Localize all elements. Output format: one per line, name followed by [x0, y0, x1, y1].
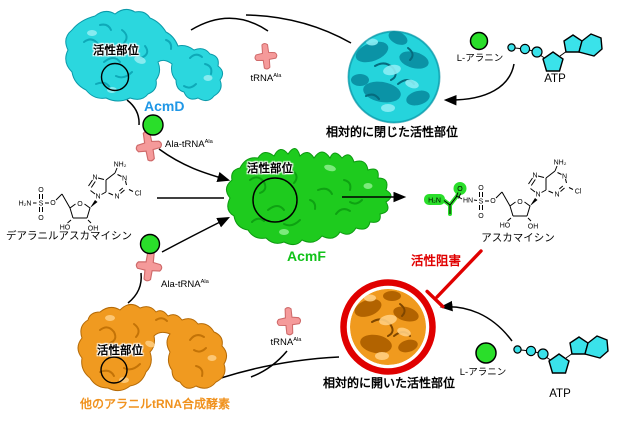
- ala-trna-base: Ala-tRNA: [161, 279, 201, 291]
- other-synthetase-label: 他のアラニルtRNA合成酵素: [80, 397, 230, 411]
- atom-label: NH₂: [554, 160, 567, 167]
- atom-label: O: [38, 187, 44, 194]
- synthetase-active-site-label: 活性部位: [97, 345, 143, 357]
- acmf-label: AcmF: [287, 248, 326, 264]
- trna-sup: Ala: [293, 337, 302, 343]
- dealanyl-ascamycin-structure: H₂N S O O O O HO OH N N NH₂ N N Cl: [19, 162, 142, 233]
- reaction-arrows: [126, 14, 515, 379]
- closed-active-site-view: [347, 30, 441, 124]
- atp-icon-bottom: [513, 335, 609, 374]
- atom-label: HO: [60, 225, 71, 232]
- ala-trna-top-label: Ala-tRNAAla: [165, 139, 213, 151]
- synthetase-active-site-circle: [100, 356, 128, 384]
- atom-label: Cl: [575, 189, 582, 196]
- inhibition-label: 活性阻害: [411, 254, 462, 268]
- ala-trna-icon-top: [133, 114, 165, 164]
- trna-top-label: tRNAAla: [238, 73, 294, 85]
- acmf-structure: [226, 148, 392, 246]
- atom-label: N: [535, 192, 540, 199]
- atom-label: N: [122, 176, 127, 183]
- ala-trna-sup: Ala: [204, 139, 213, 145]
- acmd-active-site-circle: [100, 62, 130, 92]
- atom-label: O: [478, 213, 484, 220]
- atom-label: H₂N: [428, 198, 441, 205]
- alanine-top-label: L-アラニン: [456, 53, 504, 64]
- trna-base: tRNA: [270, 337, 294, 349]
- arrow-alatrna-to-acmf-bottom: [161, 216, 231, 253]
- atom-label: O: [517, 199, 523, 206]
- atom-label: S: [479, 199, 484, 206]
- ala-trna-sup: Ala: [200, 279, 209, 285]
- inhibition-arrow: [425, 249, 483, 309]
- atom-label: S: [39, 201, 44, 208]
- atom-label: HN: [463, 198, 473, 205]
- atom-label: O: [490, 198, 496, 205]
- atom-label: H₂N: [19, 201, 32, 208]
- atom-label: O: [478, 185, 484, 192]
- arc-to-closed-site: [245, 14, 352, 44]
- ascamycin-label: アスカマイシン: [481, 232, 555, 244]
- ala-trna-base: Ala-tRNA: [165, 139, 205, 151]
- trna-icon-top: [253, 41, 279, 71]
- atom-label: N: [554, 192, 559, 199]
- acmd-label: AcmD: [144, 98, 185, 114]
- ala-trna-bottom-label: Ala-tRNAAla: [161, 279, 209, 291]
- alanine-icon-bottom: [475, 342, 497, 364]
- atom-label: N: [92, 175, 97, 182]
- arrow-atp-to-open-site: [439, 300, 513, 342]
- alanine-icon-top: [469, 31, 489, 51]
- atom-label: O: [50, 200, 56, 207]
- atom-label: Cl: [135, 191, 142, 198]
- trna-icon-bottom: [275, 306, 303, 337]
- acmf-active-site-label: 活性部位: [247, 163, 293, 175]
- trna-base: tRNA: [250, 73, 274, 85]
- atom-label: OH: [88, 226, 99, 233]
- atp-bottom-label: ATP: [549, 388, 571, 400]
- atom-label: N: [114, 194, 119, 201]
- atp-top-label: ATP: [544, 73, 566, 85]
- trna-sup: Ala: [273, 73, 282, 79]
- arc-synthetase-to-open-site: [220, 356, 340, 379]
- atp-icon-top: [507, 33, 603, 72]
- atom-label: O: [457, 186, 463, 193]
- alanine-bead: [142, 114, 164, 136]
- arc-acmd-to-trna: [190, 17, 269, 32]
- atom-label: O: [77, 201, 83, 208]
- dealanyl-ascamycin-label: デアラニルアスカマイシン: [6, 230, 132, 242]
- acmd-structure: [65, 8, 224, 102]
- trna-bottom-label: tRNAAla: [258, 337, 314, 349]
- atom-label: N: [562, 174, 567, 181]
- acmd-active-site-label: 活性部位: [93, 45, 139, 57]
- arrow-atp-to-closed-site: [443, 63, 515, 106]
- open-active-site-view: [340, 279, 436, 375]
- atom-label: O: [38, 215, 44, 222]
- acmf-active-site-circle: [252, 177, 298, 223]
- closed-site-caption: 相対的に閉じた活性部位: [325, 125, 458, 139]
- alanine-bead: [139, 233, 161, 255]
- ascamycin-structure: H₂N O HN S O O O O HO OH N N NH₂ N N Cl: [424, 160, 582, 231]
- red-ring: [340, 279, 436, 375]
- alanine-highlight: [424, 194, 445, 205]
- arc-acmd-to-alatrna: [126, 99, 140, 126]
- atom-label: N: [95, 194, 100, 201]
- arrow-alatrna-to-acmf-top: [158, 148, 231, 183]
- arc-synthetase-to-alatrna: [127, 272, 142, 304]
- arc-trna-bottom: [250, 350, 288, 378]
- atom-label: HO: [500, 223, 511, 230]
- other-synthetase-structure: [77, 304, 228, 392]
- atom-label: OH: [528, 224, 539, 231]
- alanine-bottom-label: L-アラニン: [459, 367, 507, 378]
- atom-label: N: [532, 173, 537, 180]
- ala-trna-icon-bottom: [133, 233, 165, 284]
- atom-label: NH₂: [114, 162, 127, 169]
- open-site-caption: 相対的に開いた活性部位: [322, 376, 455, 390]
